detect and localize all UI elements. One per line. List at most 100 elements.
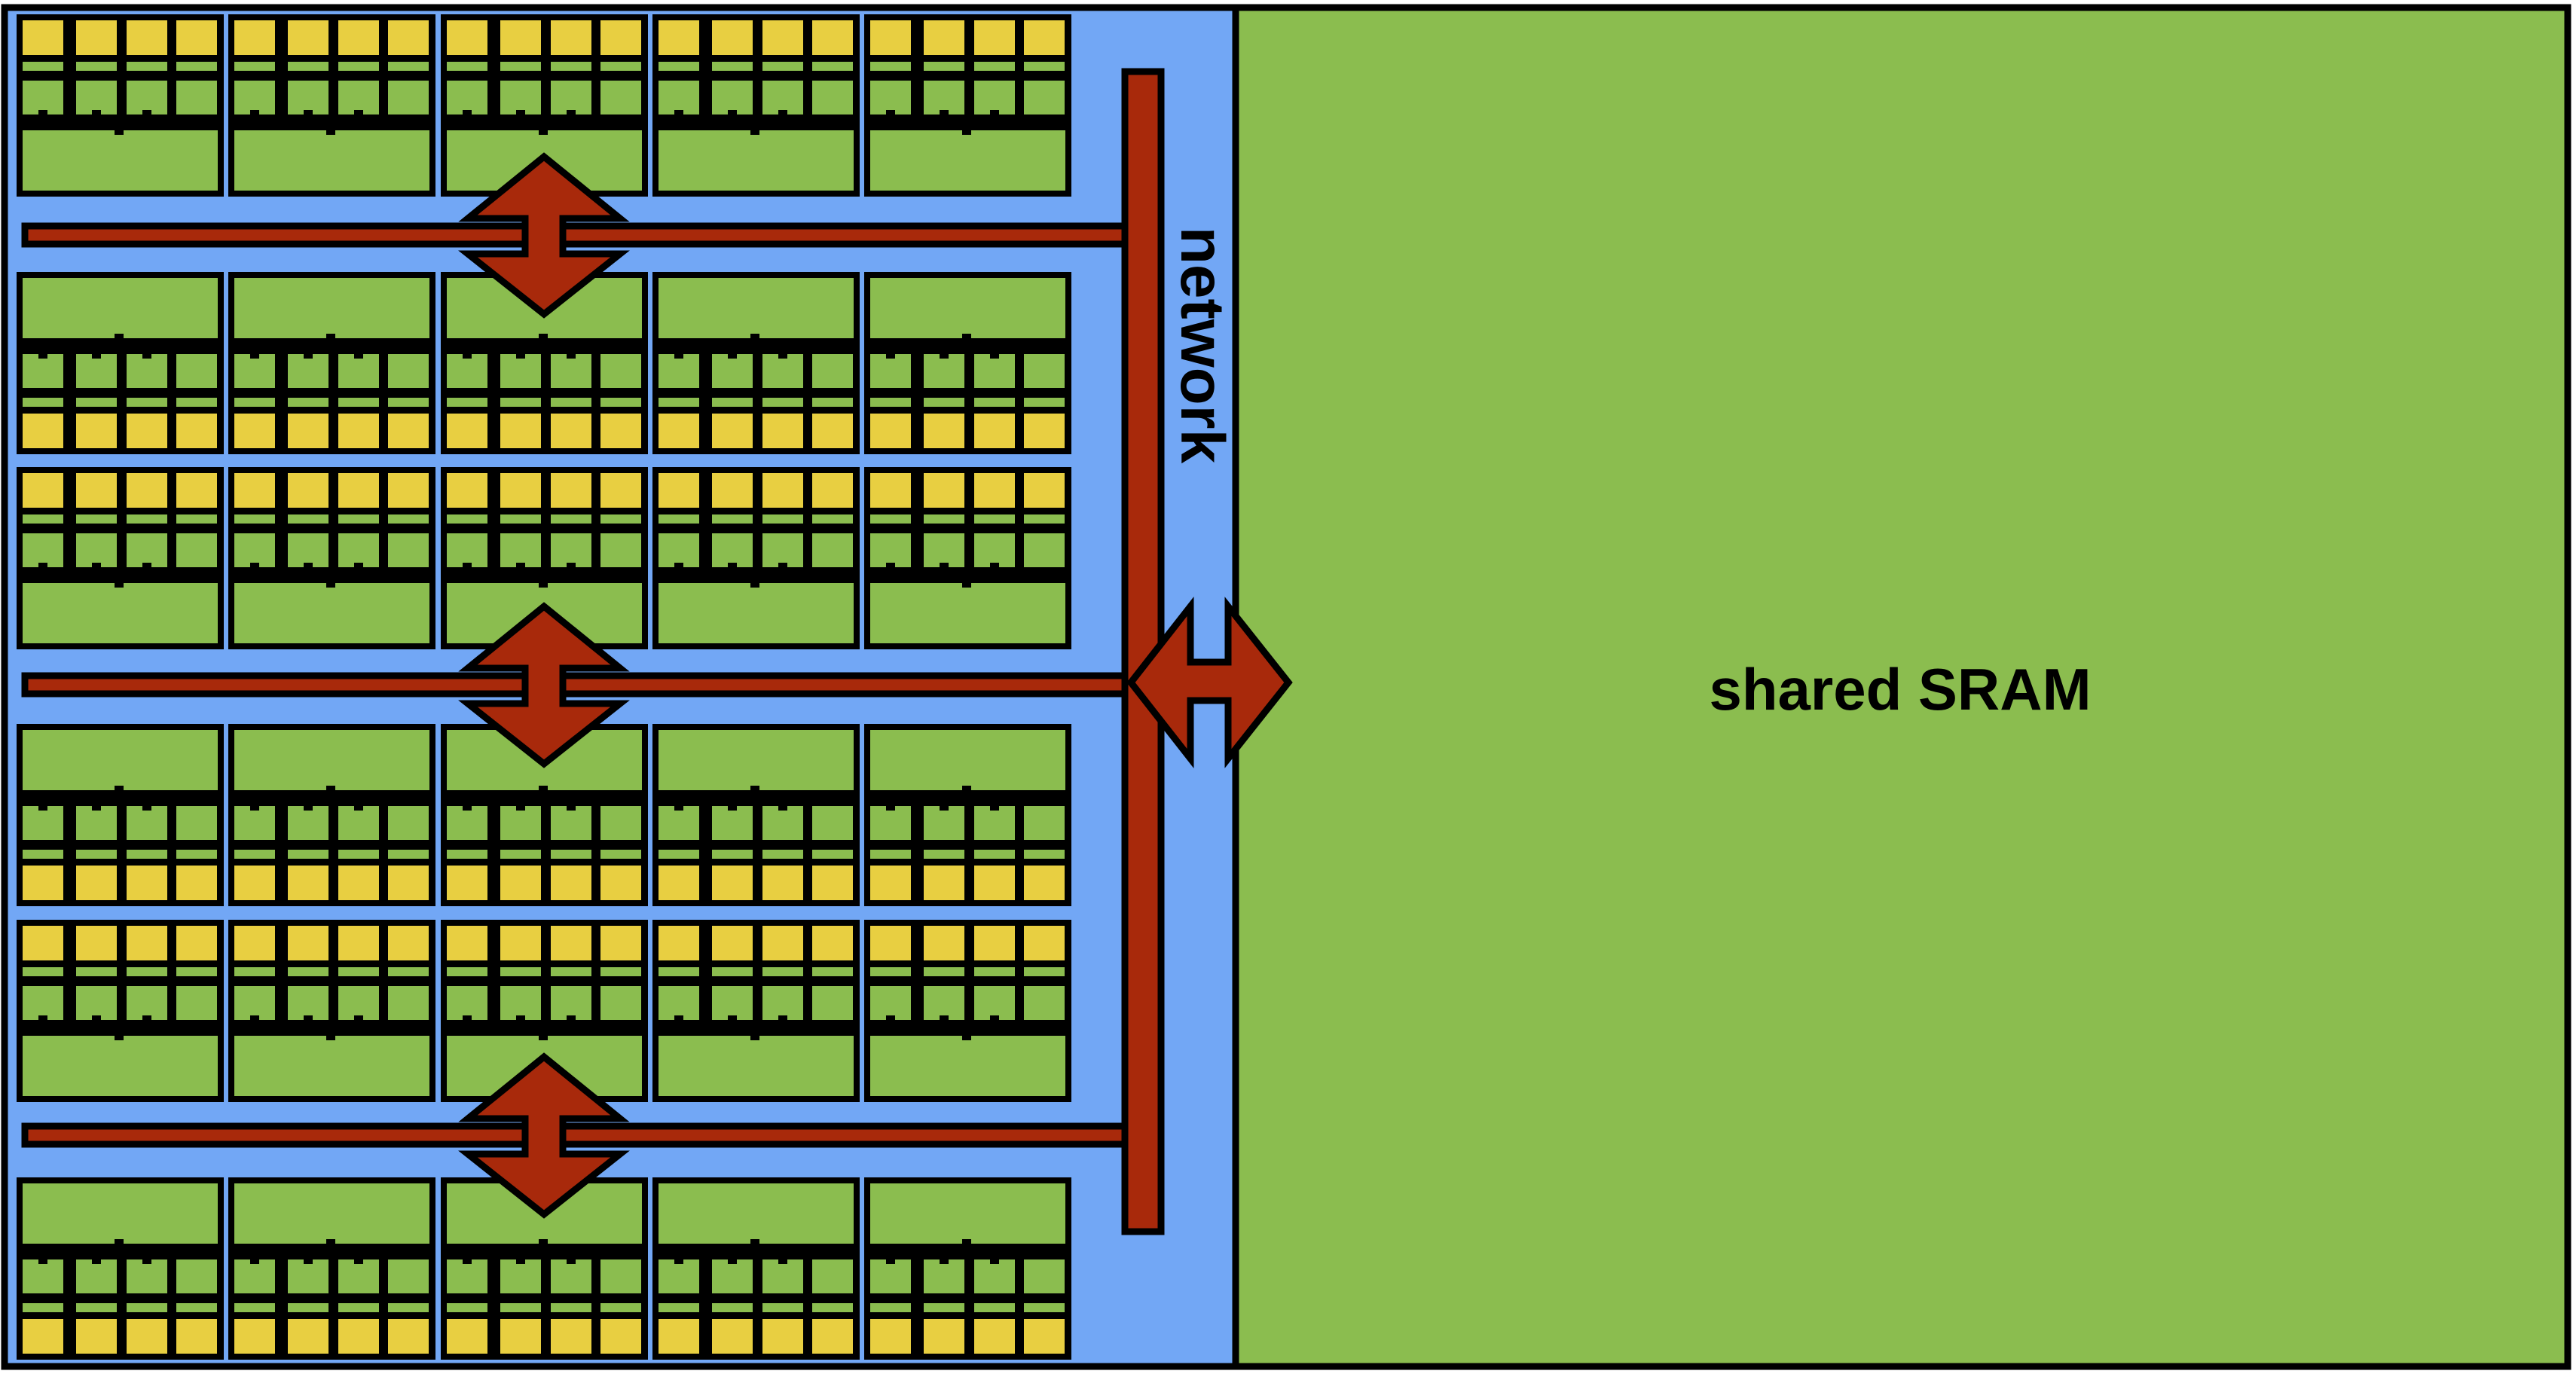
- memory-connector: [750, 583, 759, 588]
- alu-unit: [600, 473, 641, 508]
- memory-connector: [326, 130, 335, 135]
- core-tile: [17, 272, 224, 454]
- alu-unit: [447, 414, 487, 448]
- alu-unit: [388, 20, 429, 55]
- memory-connector: [962, 130, 971, 135]
- lane-register: [924, 986, 964, 1020]
- lane-strip: [600, 850, 641, 859]
- lane-strip: [76, 850, 117, 859]
- lane-register: [870, 1259, 911, 1293]
- lane-strip: [1024, 514, 1065, 524]
- lane-strip: [974, 62, 1015, 71]
- lane-strip: [551, 967, 591, 976]
- lane-strip: [76, 514, 117, 524]
- alu-unit: [974, 20, 1015, 55]
- tile-local-memory: [659, 1036, 854, 1096]
- lane-connector: [304, 354, 313, 359]
- lane-connector: [778, 806, 787, 811]
- lane-connector: [142, 110, 151, 114]
- alu-unit: [176, 866, 217, 900]
- tile-local-memory: [870, 730, 1065, 790]
- alu-unit: [924, 473, 964, 508]
- lane-register: [76, 81, 117, 114]
- lane-strip: [974, 514, 1015, 524]
- tile-local-memory: [870, 1036, 1065, 1096]
- lane-connector: [567, 1015, 576, 1020]
- alu-unit: [388, 866, 429, 900]
- lane-register: [870, 81, 911, 114]
- shared-sram-label: shared SRAM: [1709, 656, 2091, 722]
- lane-strip: [176, 1303, 217, 1312]
- lane-register: [551, 986, 591, 1020]
- lane-strip: [388, 967, 429, 976]
- alu-unit: [127, 414, 167, 448]
- alu-unit: [338, 473, 379, 508]
- lane-connector: [250, 354, 259, 359]
- lane-connector: [463, 1015, 472, 1020]
- core-tile: [864, 1177, 1071, 1360]
- lane-strip: [176, 62, 217, 71]
- lane-strip: [388, 1303, 429, 1312]
- lane-register: [234, 354, 275, 388]
- lane-connector: [674, 806, 683, 811]
- alu-unit: [924, 866, 964, 900]
- memory-connector: [539, 786, 548, 790]
- bus-line: [21, 672, 529, 698]
- lane-register: [338, 81, 379, 114]
- lane-connector: [940, 110, 949, 114]
- lane-strip: [127, 967, 167, 976]
- tile-local-memory: [870, 278, 1065, 338]
- alu-unit: [870, 414, 911, 448]
- lane-register: [762, 986, 803, 1020]
- lane-strip: [176, 850, 217, 859]
- lane-register: [176, 354, 217, 388]
- lane-connector: [463, 806, 472, 811]
- alu-unit: [388, 1319, 429, 1354]
- lane-strip: [762, 850, 803, 859]
- alu-unit: [870, 866, 911, 900]
- tile-local-memory: [23, 730, 218, 790]
- lane-strip: [870, 398, 911, 407]
- alu-unit: [551, 926, 591, 960]
- lane-strip: [812, 398, 853, 407]
- core-tile: [864, 14, 1071, 197]
- alu-unit: [23, 20, 63, 55]
- lane-connector: [886, 563, 895, 567]
- lane-connector: [567, 806, 576, 811]
- lane-connector: [728, 110, 737, 114]
- alu-unit: [447, 20, 487, 55]
- alu-unit: [288, 473, 328, 508]
- lane-strip: [712, 398, 753, 407]
- lane-strip: [812, 62, 853, 71]
- bidirectional-arrow-icon: [458, 602, 630, 768]
- alu-unit: [551, 473, 591, 508]
- lane-register: [600, 81, 641, 114]
- tile-local-memory: [234, 278, 429, 338]
- lane-connector: [778, 563, 787, 567]
- alu-unit: [551, 1319, 591, 1354]
- lane-register: [659, 533, 699, 567]
- memory-connector: [750, 1036, 759, 1040]
- lane-strip: [447, 967, 487, 976]
- alu-unit: [1024, 414, 1065, 448]
- lane-register: [127, 533, 167, 567]
- lane-register: [924, 533, 964, 567]
- lane-register: [812, 81, 853, 114]
- core-tile: [652, 920, 860, 1102]
- lane-connector: [38, 110, 47, 114]
- lane-register: [924, 354, 964, 388]
- lane-connector: [567, 110, 576, 114]
- lane-connector: [940, 1015, 949, 1020]
- lane-strip: [127, 850, 167, 859]
- memory-connector: [326, 786, 335, 790]
- lane-strip: [234, 398, 275, 407]
- alu-unit: [338, 414, 379, 448]
- lane-connector: [778, 1015, 787, 1020]
- lane-connector: [92, 806, 101, 811]
- lane-strip: [762, 1303, 803, 1312]
- alu-unit: [288, 866, 328, 900]
- lane-strip: [234, 62, 275, 71]
- core-tile: [228, 920, 435, 1102]
- alu-unit: [23, 473, 63, 508]
- alu-unit: [447, 473, 487, 508]
